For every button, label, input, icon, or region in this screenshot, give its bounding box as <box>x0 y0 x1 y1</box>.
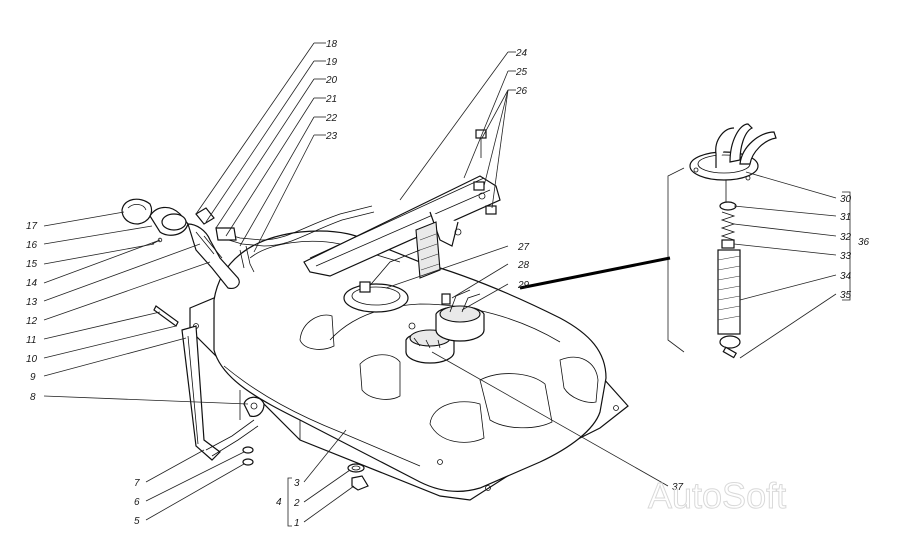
callout-37: 37 <box>672 482 684 493</box>
callout-12: 12 <box>26 316 38 327</box>
callout-29: 29 <box>517 280 530 291</box>
callout-17: 17 <box>26 221 38 232</box>
callout-6: 6 <box>134 497 140 508</box>
callout-19: 19 <box>326 57 338 68</box>
callout-28: 28 <box>517 260 530 271</box>
fuel-tank <box>189 230 629 501</box>
callout-27: 27 <box>517 242 530 253</box>
callout-26: 26 <box>515 86 528 97</box>
callout-30: 30 <box>840 194 852 205</box>
callout-11: 11 <box>26 335 36 346</box>
callout-14: 14 <box>26 278 38 289</box>
callout-23: 23 <box>325 131 338 142</box>
callout-18: 18 <box>326 39 338 50</box>
callout-34: 34 <box>840 271 852 282</box>
tank-cross-bracket <box>303 175 501 279</box>
callout-32: 32 <box>840 232 852 243</box>
callout-2: 2 <box>293 498 300 509</box>
filler-neck-assembly <box>121 198 240 289</box>
callout-3: 3 <box>294 478 300 489</box>
callout-22: 22 <box>325 113 338 124</box>
level-sensor-detail <box>519 123 777 359</box>
callout-20: 20 <box>325 75 338 86</box>
callout-13: 13 <box>26 297 38 308</box>
callout-10: 10 <box>26 354 38 365</box>
leader-lines <box>43 42 837 523</box>
callout-21: 21 <box>325 94 337 105</box>
callout-36: 36 <box>858 237 870 248</box>
callout-4: 4 <box>276 497 282 508</box>
callout-15: 15 <box>26 259 38 270</box>
callout-9: 9 <box>30 372 36 383</box>
callout-5: 5 <box>134 516 140 527</box>
callout-24: 24 <box>515 48 528 59</box>
callout-numbers: 17 16 15 14 13 12 11 10 9 8 7 6 5 4 3 2 … <box>26 39 870 529</box>
callout-31: 31 <box>840 212 851 223</box>
callout-7: 7 <box>134 478 140 489</box>
callout-33: 33 <box>840 251 852 262</box>
drain-plug-assembly <box>347 463 369 491</box>
callout-16: 16 <box>26 240 38 251</box>
watermark: AutoSoft <box>648 475 786 516</box>
callout-8: 8 <box>30 392 36 403</box>
callout-25: 25 <box>515 67 528 78</box>
callout-1: 1 <box>294 518 300 529</box>
vent-pipe-assembly <box>195 205 375 273</box>
fuel-pump-module <box>405 289 485 364</box>
level-sender-flange <box>343 249 421 313</box>
group-brackets <box>287 191 851 527</box>
callout-35: 35 <box>840 290 852 301</box>
tank-mounting-strap <box>153 305 265 466</box>
